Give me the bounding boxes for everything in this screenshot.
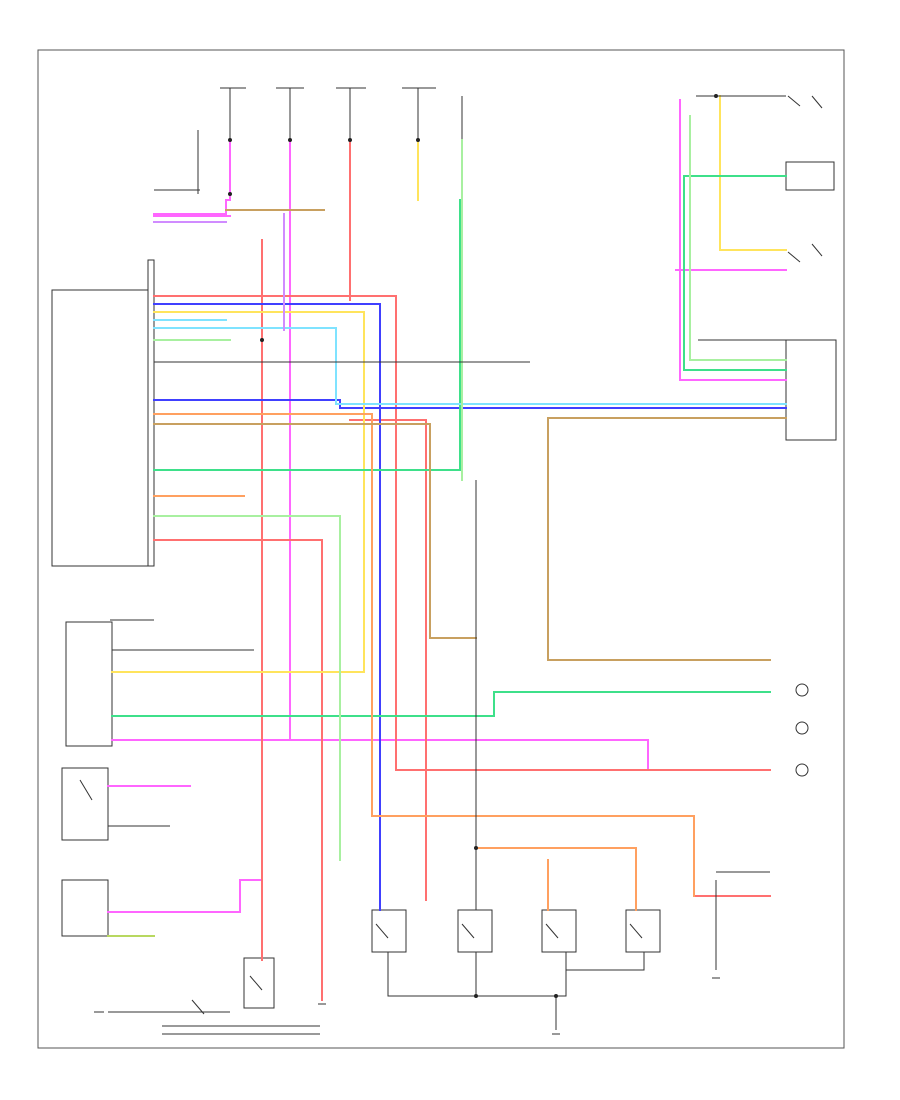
wires (107, 95, 787, 1035)
door-switch-2 (457, 909, 493, 953)
instrument-cluster (65, 621, 113, 747)
ground-symbols (94, 683, 809, 1035)
door-ajar-switch (243, 957, 275, 1009)
door-switch-3 (541, 909, 577, 953)
junction-dots (228, 94, 718, 998)
right-side-module (785, 339, 837, 441)
lighting-control-module (51, 289, 149, 567)
door-switch-4 (625, 909, 661, 953)
park-brake-switch (61, 767, 109, 841)
fuse-panel-top (220, 87, 463, 140)
diagram-frame (37, 49, 845, 1049)
switch-contacts (79, 95, 823, 1015)
door-switch-1 (371, 909, 407, 953)
multifunction-switch (61, 879, 109, 937)
driver-seat-belt-sensor (785, 161, 835, 191)
